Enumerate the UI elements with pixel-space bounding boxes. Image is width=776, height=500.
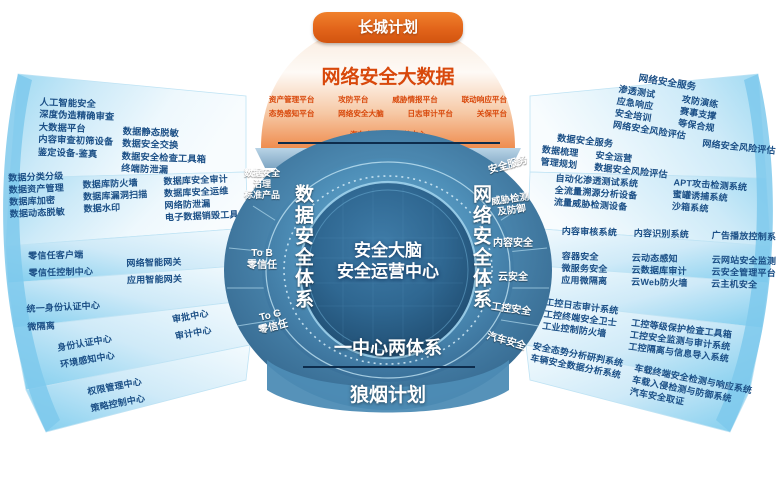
segment-line: 标准产品	[243, 189, 280, 200]
right-segment-2[interactable]: 内容安全	[481, 238, 545, 250]
left-segment-0[interactable]: 数据安全治理标准产品	[229, 168, 295, 200]
right-col-3: 广告播放控制系统	[711, 230, 776, 243]
left-col-2: 审批中心审计中心	[171, 305, 213, 345]
right-col-3: 云网站安全监测云安全管理平台云主机安全	[711, 254, 776, 292]
security-wheel: 数据安全体系 网络安全体系 安全大脑 安全运营中心 数据安全治理标准产品 To …	[223, 128, 553, 428]
plan-banner-great-wall: 长城计划	[313, 12, 463, 43]
list-item: 统一身份认证中心	[26, 300, 101, 314]
list-item: 容器安全	[561, 250, 599, 262]
list-item: 应用智能网关	[126, 273, 183, 286]
platform-chip[interactable]: 资产管理平台	[268, 95, 315, 104]
segment-line: 数据安全	[243, 168, 280, 178]
left-col-1: 零信任客户端零信任控制中心	[28, 246, 93, 282]
left-wing-panel	[0, 60, 260, 440]
left-col-1: 人工智能安全深度伪造精确审查大数据平台内容审查初筛设备鉴定设备-鉴真	[38, 96, 115, 161]
right-col-2: 内容识别系统	[633, 228, 690, 240]
left-col-1: 统一身份认证中心微隔离	[26, 296, 101, 336]
platform-row-2: 态势感知平台 网络安全大脑 日志审计平台 关保平台	[249, 108, 527, 119]
plan-banner-label: 长城计划	[357, 19, 418, 36]
right-col-2: 攻防演练赛事支撑等保合规	[677, 93, 719, 135]
list-item: 数据动态脱敏	[9, 207, 66, 220]
platform-chip[interactable]: 日志审计平台	[407, 109, 454, 118]
segment-line: 治理	[252, 178, 271, 189]
left-col-2: 数据静态脱敏数据安全交换数据安全检查工具箱终端防泄漏	[121, 125, 207, 178]
platform-chip[interactable]: 关保平台	[476, 109, 508, 118]
right-col-2: 云动态感知云数据库审计云Web防火墙	[631, 252, 688, 290]
right-col-1: 内容审核系统	[561, 225, 618, 238]
list-item: 云主机安全	[711, 278, 758, 291]
list-item: 零信任客户端	[28, 249, 84, 261]
list-item: 云Web防火墙	[631, 276, 688, 289]
divider-top	[278, 142, 500, 144]
bigdata-title: 网络安全大数据	[321, 67, 455, 88]
platform-chip[interactable]: 态势感知平台	[268, 109, 315, 118]
platform-chip[interactable]: 威胁情报平台	[392, 95, 438, 104]
platform-chip[interactable]: 攻防平台	[338, 95, 369, 104]
left-arc-label: 数据安全体系	[292, 184, 313, 310]
core-line-1: 安全大脑	[354, 241, 422, 260]
right-col-1: 自动化渗透测试系统全流量溯源分析设备流量威胁检测设备	[553, 172, 639, 214]
left-col-1: 数据分类分级数据资产管理数据库加密数据动态脱敏	[8, 170, 65, 221]
segment-line: To B	[251, 248, 273, 259]
right-col-1: 容器安全微服务安全应用微隔离	[561, 250, 608, 288]
core-line-2: 安全运营中心	[337, 262, 439, 282]
platform-row-1: 资产管理平台 攻防平台 威胁情报平台 联动响应平台	[249, 94, 527, 105]
right-arc-label: 网络安全体系	[470, 184, 491, 310]
right-col-2: APT攻击检测系统蜜罐诱捕系统沙箱系统	[671, 176, 748, 217]
segment-line: 零信任	[247, 260, 277, 271]
segment-line: 内容安全	[493, 238, 533, 249]
list-item: 微服务安全	[561, 263, 608, 275]
bottom-plan-label: 狼烟计划	[349, 385, 427, 406]
segment-line: 云安全	[498, 272, 528, 283]
bottom-banner-label: 一中心两体系	[334, 338, 442, 358]
left-col-2: 数据库防火墙数据库漏洞扫描数据水印	[82, 176, 148, 215]
list-item: 微隔离	[27, 320, 56, 332]
platform-chip[interactable]: 网络安全大脑	[338, 109, 384, 118]
list-item: 零信任控制中心	[28, 266, 94, 279]
platform-chip[interactable]: 联动响应平台	[461, 95, 508, 104]
list-item: 网络智能网关	[126, 256, 182, 269]
left-col-2: 网络智能网关应用智能网关	[126, 254, 182, 290]
divider-bottom	[303, 366, 475, 368]
core-label: 安全大脑 安全运营中心	[318, 240, 458, 283]
right-segment-3[interactable]: 云安全	[483, 272, 543, 284]
list-item: 应用微隔离	[561, 275, 608, 287]
